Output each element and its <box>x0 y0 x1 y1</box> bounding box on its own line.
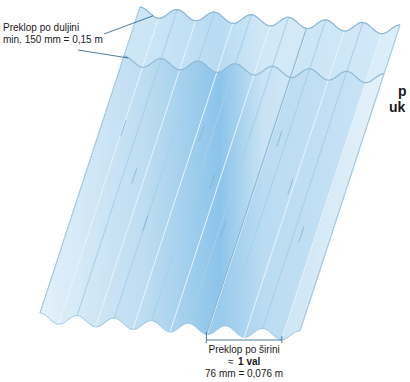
bracket-tick <box>281 336 282 343</box>
corrugated-sheet <box>40 7 400 340</box>
reflection-streak <box>299 227 304 242</box>
dimension-lines <box>78 16 282 343</box>
cropped-text: p <box>398 84 407 99</box>
corrugation-line <box>59 18 159 324</box>
corrugation-line <box>77 10 177 316</box>
bracket-tick <box>206 332 207 343</box>
dimension-label: Preklop po duljini <box>3 22 79 34</box>
reflection-streak <box>199 126 204 141</box>
sheet-top-edge <box>140 7 400 34</box>
dimension-label: 1 val <box>238 356 260 368</box>
leader-line <box>78 50 128 58</box>
length-overlap-edge <box>124 56 384 83</box>
corrugation-line <box>40 7 140 313</box>
sheet-body <box>40 7 400 340</box>
reflection-streak <box>221 221 226 236</box>
reflection-streak <box>288 179 293 194</box>
bracket-line <box>206 340 281 341</box>
reflection-streak <box>143 216 148 231</box>
dimension-label: min. 150 mm = 0,15 m <box>3 34 103 46</box>
dimension-label: ≈ <box>228 356 234 368</box>
leader-line <box>104 16 153 34</box>
reflection-streak <box>132 168 137 183</box>
dimension-label: 76 mm = 0,076 m <box>205 368 283 380</box>
width-overlap-edge <box>206 28 306 334</box>
cropped-text: uk <box>389 100 405 115</box>
reflection-streak <box>277 131 282 146</box>
dimension-label: Preklop po širini <box>209 344 280 356</box>
reflection-streak <box>210 174 215 189</box>
reflection-streak <box>121 121 126 136</box>
